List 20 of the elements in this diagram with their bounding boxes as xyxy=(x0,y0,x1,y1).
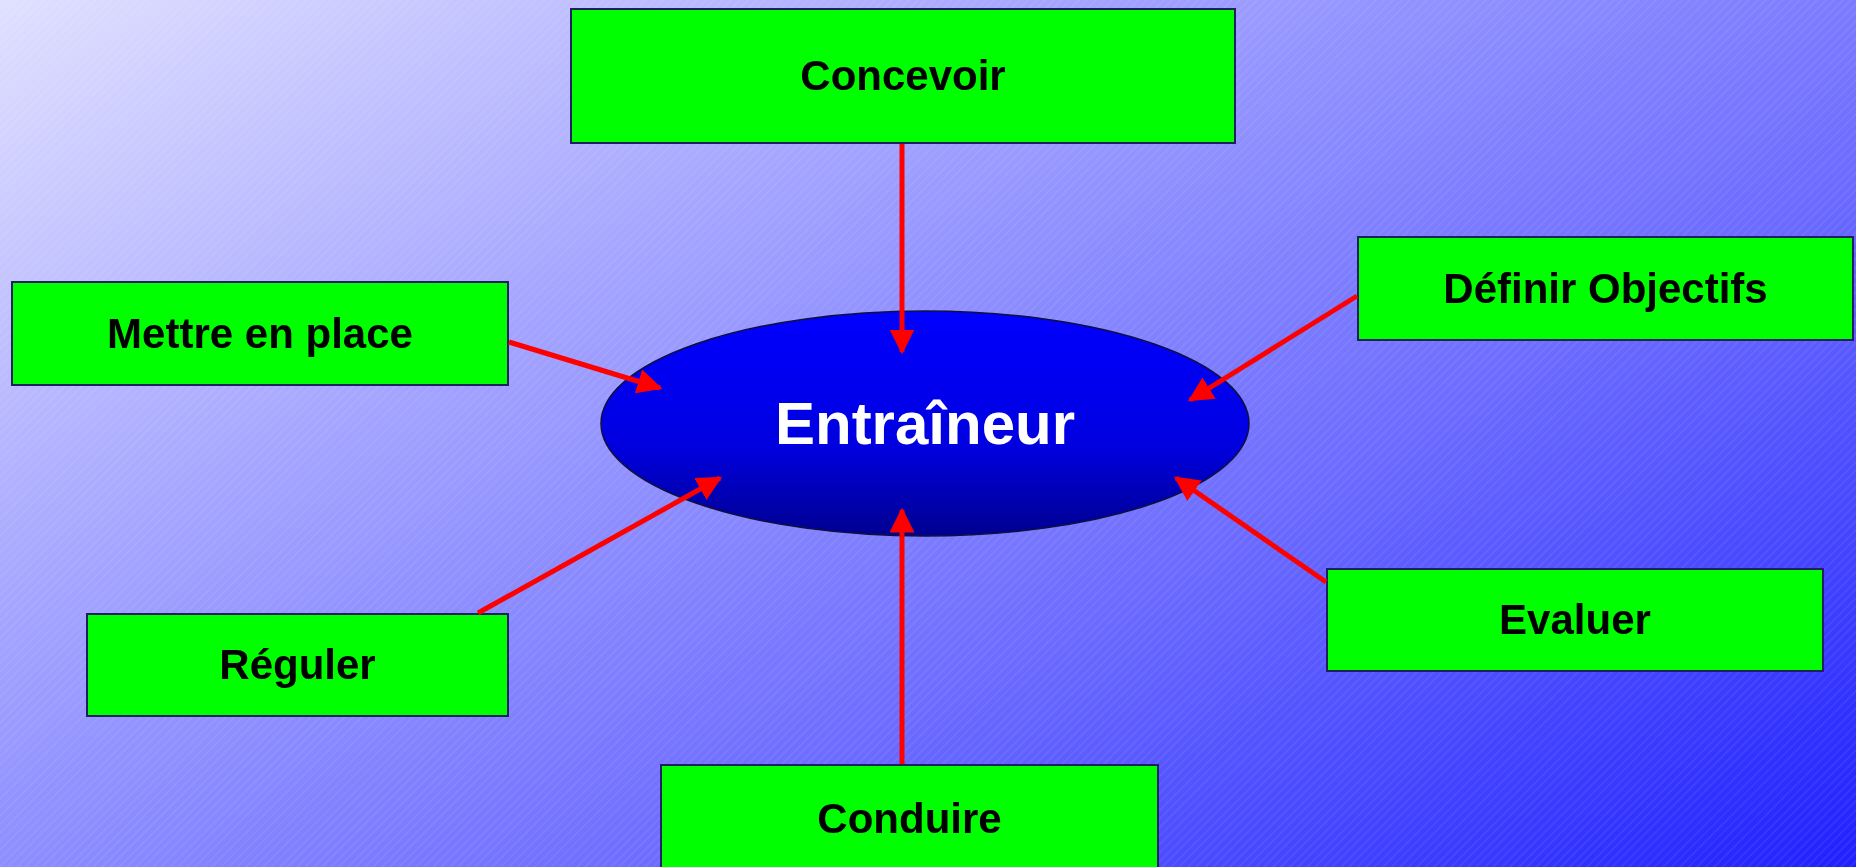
node-label: Conduire xyxy=(817,795,1002,843)
process-box xyxy=(660,764,1159,867)
node-label: Réguler xyxy=(219,641,376,689)
node-label: Définir Objectifs xyxy=(1443,264,1768,313)
arrow xyxy=(1173,475,1328,585)
arrow xyxy=(476,475,723,616)
node-label: Concevoir xyxy=(800,52,1006,100)
process-box xyxy=(1357,236,1854,341)
arrow xyxy=(889,144,915,355)
process-box xyxy=(11,281,509,386)
node-label: Mettre en place xyxy=(107,309,413,358)
node-label: Evaluer xyxy=(1499,596,1651,644)
process-box xyxy=(1326,568,1824,672)
node-label: Entraîneur xyxy=(774,389,1076,458)
process-box xyxy=(86,613,509,717)
arrow xyxy=(889,507,915,764)
ellipse-node xyxy=(600,310,1250,537)
process-box xyxy=(570,8,1236,144)
arrow xyxy=(1187,293,1359,403)
arrow xyxy=(508,339,663,394)
